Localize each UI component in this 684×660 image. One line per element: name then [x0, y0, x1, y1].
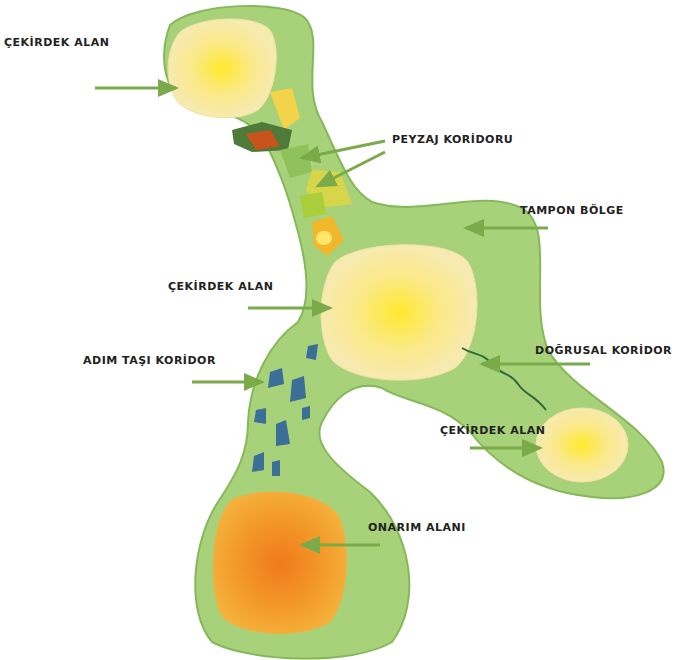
area-label: TAMPON BÖLGE: [520, 204, 624, 218]
corridor-patch: [246, 130, 280, 150]
area-label: ÇEKİRDEK ALAN: [168, 280, 273, 294]
stepping-stones: [252, 344, 318, 476]
area-label: ONARIM ALANI: [368, 521, 466, 535]
core-area: [168, 19, 276, 118]
restoration-area: [213, 492, 346, 633]
corridor-patch: [270, 88, 300, 130]
corridor-patch: [300, 192, 326, 218]
leader-arrows: [95, 88, 590, 545]
corridor-patch: [312, 216, 344, 256]
area-label: ÇEKİRDEK ALAN: [4, 36, 109, 50]
linear-corridor: [462, 348, 546, 410]
area-label: ADIM TAŞI KORİDOR: [83, 354, 216, 368]
area-label: PEYZAJ KORİDORU: [392, 133, 513, 147]
buffer-zone: [164, 6, 663, 659]
core-area: [536, 408, 628, 482]
corridor-patch: [232, 122, 292, 152]
corridor-patch: [280, 144, 312, 178]
core-area: [321, 245, 477, 380]
corridor-patch: [316, 231, 332, 245]
area-label: ÇEKİRDEK ALAN: [440, 424, 545, 438]
area-label: DOĞRUSAL KORİDOR: [535, 344, 672, 358]
